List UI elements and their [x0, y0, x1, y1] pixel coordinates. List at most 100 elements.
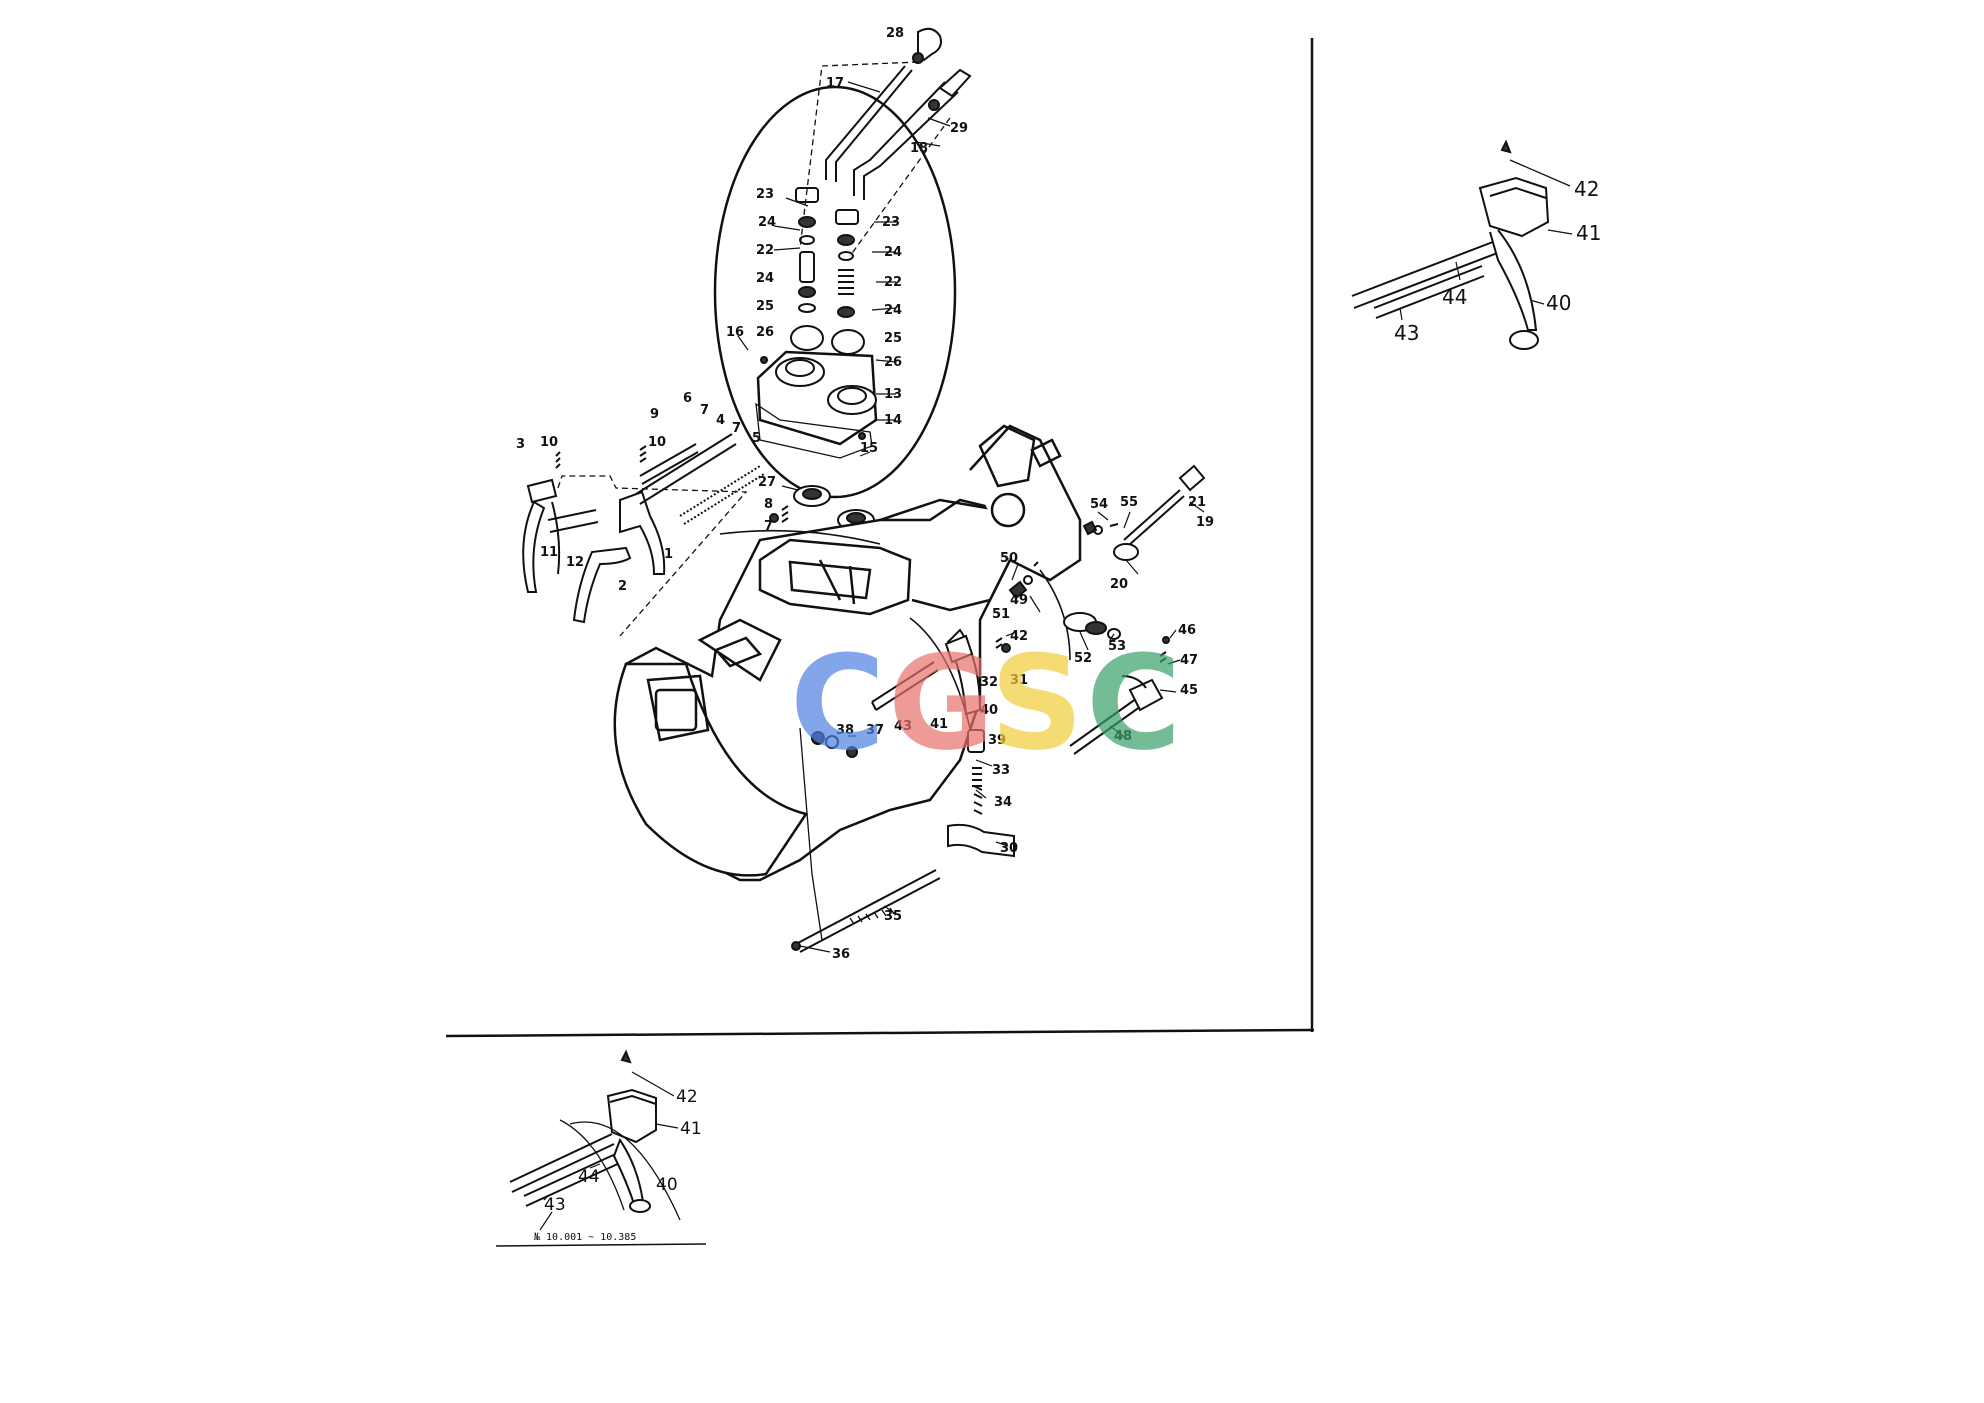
part-label: 27 — [758, 475, 776, 490]
part-label: 12 — [566, 555, 584, 570]
part-label: 53 — [1108, 639, 1126, 654]
part-label: 7 — [764, 519, 773, 534]
fork-2 — [572, 546, 632, 624]
part-label: 47 — [1180, 653, 1198, 668]
shaft-48 — [1069, 695, 1145, 755]
dashed-bracket-left — [557, 475, 748, 637]
part-label: 24 — [758, 215, 776, 230]
part-label: 45 — [1180, 683, 1198, 698]
rod-43-main — [871, 661, 939, 711]
part-label: 2 — [618, 579, 627, 594]
dashed-bracket-17 — [799, 61, 919, 249]
part-label: 24 — [884, 245, 902, 260]
part-label: 51 — [992, 607, 1010, 622]
part-label: 38 — [836, 723, 854, 738]
block-41-main — [944, 634, 974, 664]
inset-right-labels: 42 41 40 44 43 — [1394, 177, 1601, 345]
watermark-letter-g: G — [888, 627, 995, 779]
part-label: 40 — [980, 703, 998, 718]
right-stack-parts — [831, 209, 865, 355]
part-label: 24 — [756, 271, 774, 286]
part-label: 18 — [910, 141, 928, 156]
part-label: 34 — [994, 795, 1012, 810]
inset-right-fork-40 — [1489, 229, 1538, 331]
inset-right-rod-43 — [1373, 265, 1485, 319]
part-label: 9 — [650, 407, 659, 422]
spring-9 — [639, 445, 647, 463]
part-label: 41 — [1576, 221, 1601, 245]
rod-6 — [639, 443, 699, 485]
part-label: 49 — [1010, 593, 1028, 608]
part-label: 11 — [540, 545, 558, 560]
part-label: 8 — [764, 497, 773, 512]
main-part-labels: 28 17 29 18 23 23 24 24 22 22 24 24 25 2… — [516, 26, 1214, 962]
part-label: 10 — [540, 435, 558, 450]
part-label: 17 — [826, 76, 844, 91]
rod-4 — [635, 433, 737, 505]
part-label: 41 — [680, 1119, 702, 1139]
lever-group-ellipse — [713, 85, 957, 499]
knob-28-nut — [912, 52, 924, 64]
part-label: 22 — [756, 243, 774, 258]
watermark-letter-c2: C — [1086, 627, 1181, 779]
lever-29-nut — [928, 99, 940, 111]
gasket-14 — [755, 402, 873, 459]
inset-right — [1351, 139, 1571, 350]
frame-lines — [445, 38, 1315, 1038]
part-label: 26 — [756, 325, 774, 340]
part-label: 3 — [516, 437, 525, 452]
part-label: 25 — [884, 331, 902, 346]
part-label: 40 — [656, 1175, 678, 1195]
part-label: 15 — [860, 441, 878, 456]
part-label: 55 — [1120, 495, 1138, 510]
watermark-logo: C G S C — [790, 627, 1181, 779]
part-label: 13 — [884, 387, 902, 402]
knob-28 — [917, 27, 942, 62]
rear-plate — [969, 424, 1082, 582]
part-label: 33 — [992, 763, 1010, 778]
inset-bottom-leaders — [539, 1071, 679, 1231]
part-label: 43 — [1394, 321, 1419, 345]
part-label: 30 — [1000, 841, 1018, 856]
rod-5 — [679, 465, 765, 525]
part-label: 36 — [832, 947, 850, 962]
part-label: 7 — [732, 421, 741, 436]
shaft-35 — [795, 869, 941, 953]
inset-bottom-labels: 42 41 40 44 43 № 10.001 ~ 10.385 — [534, 1087, 702, 1243]
part-label: 42 — [676, 1087, 698, 1107]
part-label: 43 — [894, 719, 912, 734]
inset-bottom-caption-line — [495, 1243, 707, 1247]
part-label: 52 — [1074, 651, 1092, 666]
part-label: 25 — [756, 299, 774, 314]
part-label: 37 — [866, 723, 884, 738]
part-label: 35 — [884, 909, 902, 924]
part-label: 44 — [578, 1167, 600, 1187]
rod-11 — [547, 509, 599, 533]
housing-top-cover — [758, 538, 912, 616]
gearbox-housing — [613, 424, 1082, 882]
spring-10 — [555, 451, 561, 469]
leader-lines — [737, 81, 1205, 953]
inset-right-rod-44 — [1351, 239, 1501, 309]
cable-arc — [909, 617, 971, 729]
frame-bottom-border — [445, 1028, 1315, 1038]
shift-fork-group-left — [522, 433, 789, 637]
left-stack-parts — [790, 187, 824, 351]
part-label: 14 — [884, 413, 902, 428]
fork-1 — [619, 490, 666, 575]
watermark-letter-s: S — [990, 627, 1084, 779]
fork-3 — [522, 500, 546, 593]
part-label: 4 — [716, 413, 725, 428]
part-label: 41 — [930, 717, 948, 732]
inset-bottom-rod-44 — [509, 1133, 615, 1193]
part-label: 39 — [988, 733, 1006, 748]
inset-bottom-caption: № 10.001 ~ 10.385 — [534, 1232, 636, 1243]
part-label: 5 — [752, 431, 761, 446]
part-label: 40 — [1546, 291, 1571, 315]
part-label: 48 — [1114, 729, 1132, 744]
lever-18-end — [938, 68, 972, 98]
rod-19 — [1123, 489, 1185, 547]
part-label: 28 — [886, 26, 904, 41]
part-label: 6 — [683, 391, 692, 406]
